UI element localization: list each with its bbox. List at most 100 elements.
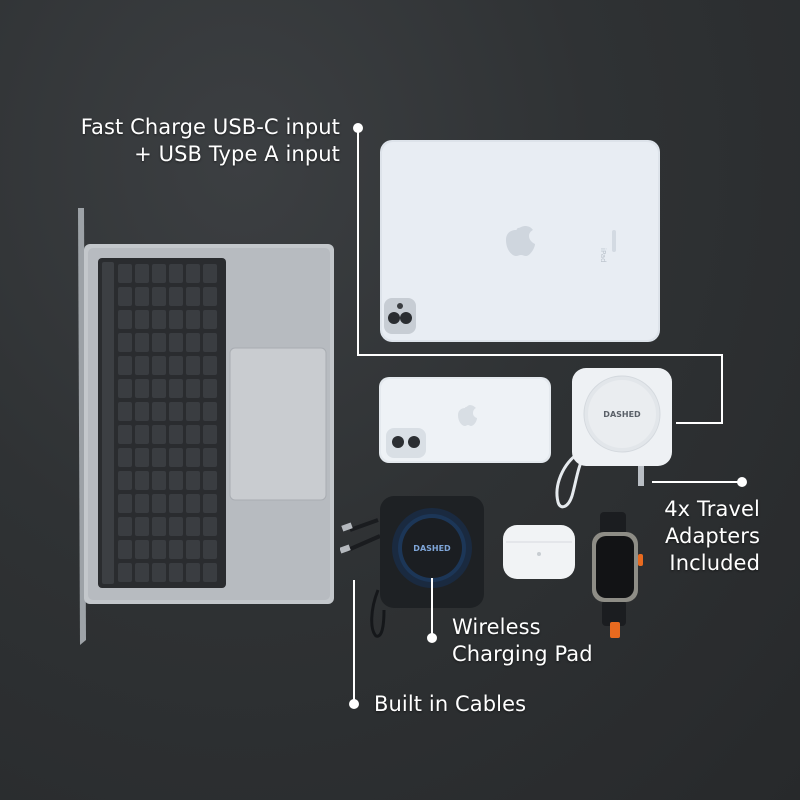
callout-usb-line2: + USB Type A input xyxy=(134,142,340,166)
laptop-key xyxy=(152,287,166,306)
laptop-key xyxy=(118,402,132,421)
laptop-key xyxy=(203,425,217,444)
callout-wireless-pad: Wireless Charging Pad xyxy=(452,614,632,668)
laptop-key xyxy=(152,448,166,467)
callout-cables-line1: Built in Cables xyxy=(374,692,527,716)
laptop-key xyxy=(135,402,149,421)
laptop-key xyxy=(118,333,132,352)
laptop-key xyxy=(152,333,166,352)
tablet: iPad xyxy=(380,140,660,342)
laptop-key xyxy=(152,402,166,421)
callout-adapters-line1: 4x Travel xyxy=(664,497,760,521)
earbuds-case xyxy=(503,525,575,579)
callout-usb-line1: Fast Charge USB-C input xyxy=(80,115,340,139)
laptop-key xyxy=(186,333,200,352)
laptop xyxy=(78,208,334,645)
callout-line-usb-h2 xyxy=(676,422,723,424)
laptop-key xyxy=(135,448,149,467)
laptop-key xyxy=(169,517,183,536)
laptop-key xyxy=(118,563,132,582)
laptop-key xyxy=(135,310,149,329)
laptop-key xyxy=(203,379,217,398)
laptop-key xyxy=(152,356,166,375)
laptop-key xyxy=(118,540,132,559)
laptop-key xyxy=(186,425,200,444)
laptop-key xyxy=(135,517,149,536)
laptop-key xyxy=(135,563,149,582)
laptop-key xyxy=(169,379,183,398)
laptop-key xyxy=(186,356,200,375)
laptop-key xyxy=(135,264,149,283)
laptop-key xyxy=(135,287,149,306)
laptop-key xyxy=(203,494,217,513)
callout-pad-line1: Wireless xyxy=(452,615,541,639)
laptop-key xyxy=(203,471,217,490)
laptop-key xyxy=(118,310,132,329)
charger-logo: DASHED xyxy=(603,410,641,419)
laptop-key xyxy=(152,471,166,490)
laptop-key xyxy=(118,494,132,513)
laptop-key xyxy=(152,517,166,536)
callout-line-cables xyxy=(353,580,355,702)
laptop-key xyxy=(118,425,132,444)
callout-pad-line2: Charging Pad xyxy=(452,642,593,666)
laptop-key xyxy=(118,517,132,536)
laptop-key xyxy=(169,471,183,490)
laptop-key xyxy=(186,540,200,559)
laptop-key xyxy=(169,287,183,306)
laptop-key xyxy=(135,494,149,513)
laptop-key xyxy=(169,264,183,283)
callout-travel-adapters: 4x Travel Adapters Included xyxy=(650,496,760,577)
laptop-key xyxy=(118,379,132,398)
callout-built-in-cables: Built in Cables xyxy=(374,691,574,718)
laptop-key xyxy=(169,563,183,582)
pad-logo: DASHED xyxy=(413,544,451,553)
laptop-key xyxy=(203,517,217,536)
wall-charger: DASHED xyxy=(555,368,672,509)
laptop-key xyxy=(186,287,200,306)
laptop-key xyxy=(169,425,183,444)
laptop-key xyxy=(118,264,132,283)
callout-line-usb-h1 xyxy=(357,354,723,356)
laptop-key xyxy=(152,264,166,283)
laptop-key xyxy=(203,402,217,421)
laptop-key xyxy=(203,287,217,306)
laptop-key xyxy=(203,264,217,283)
laptop-key xyxy=(152,379,166,398)
laptop-key xyxy=(152,540,166,559)
laptop-key xyxy=(169,540,183,559)
laptop-key xyxy=(186,448,200,467)
laptop-key xyxy=(152,563,166,582)
laptop-key xyxy=(118,448,132,467)
tablet-label: iPad xyxy=(599,248,607,263)
laptop-key xyxy=(186,402,200,421)
laptop-key xyxy=(186,563,200,582)
callout-dot-cables xyxy=(349,699,359,709)
laptop-key xyxy=(118,287,132,306)
laptop-key xyxy=(186,310,200,329)
laptop-key xyxy=(135,333,149,352)
laptop-key xyxy=(203,563,217,582)
laptop-key xyxy=(186,264,200,283)
laptop-key xyxy=(203,356,217,375)
laptop-key xyxy=(169,402,183,421)
laptop-key xyxy=(135,356,149,375)
callout-line-pad xyxy=(431,578,433,636)
laptop-key xyxy=(152,494,166,513)
laptop-key xyxy=(203,540,217,559)
laptop-key xyxy=(118,356,132,375)
callout-dot-adapters xyxy=(737,477,747,487)
laptop-key xyxy=(152,425,166,444)
callout-dot-pad xyxy=(427,633,437,643)
smart-watch xyxy=(592,512,643,638)
laptop-key xyxy=(203,448,217,467)
wireless-charging-pad: DASHED xyxy=(340,496,484,638)
laptop-key xyxy=(169,448,183,467)
laptop-key xyxy=(203,333,217,352)
callout-line-usb-v2 xyxy=(721,354,723,424)
phone xyxy=(379,377,551,463)
laptop-key xyxy=(186,494,200,513)
callout-adapters-line2: Adapters xyxy=(664,524,760,548)
laptop-key xyxy=(135,471,149,490)
apple-logo-icon xyxy=(506,226,535,256)
